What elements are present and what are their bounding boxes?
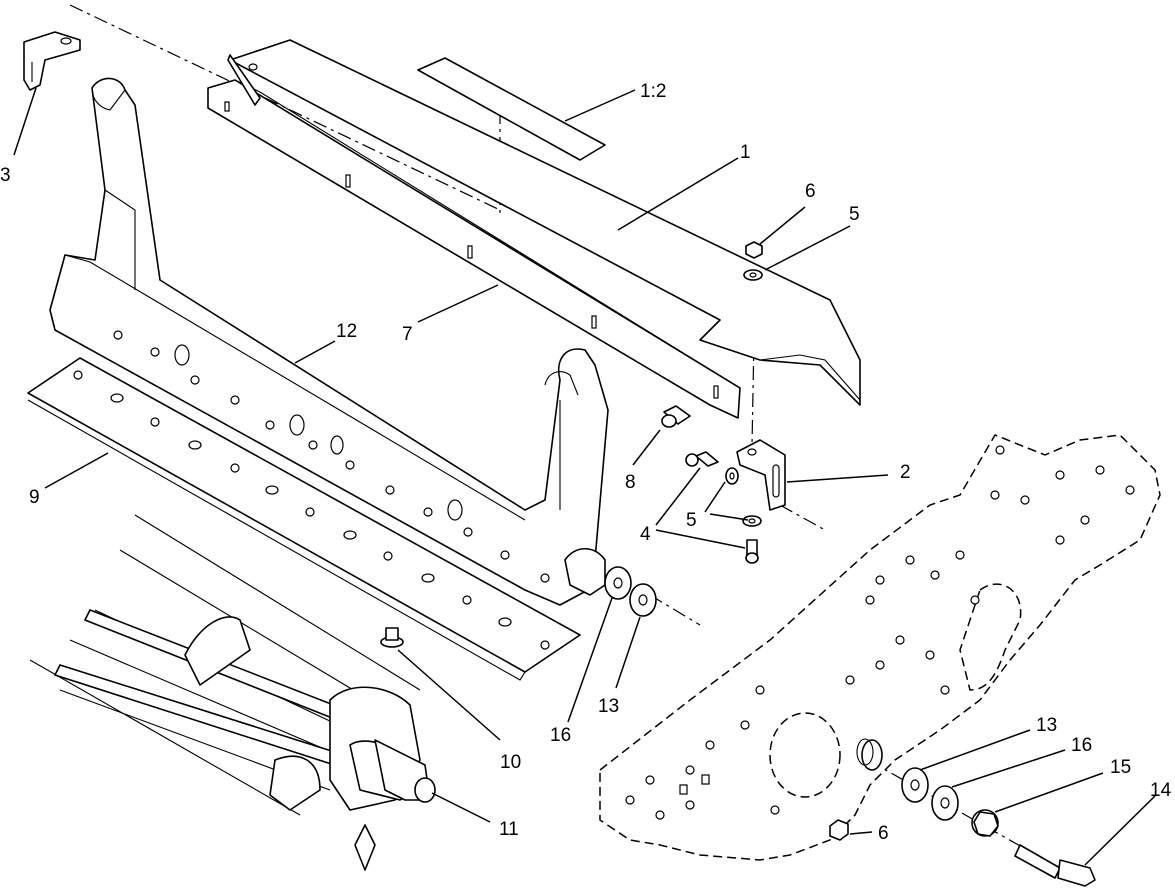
callout-16-left: 16 <box>550 725 571 746</box>
bedknife <box>27 357 581 681</box>
bedknife-frame <box>49 77 609 606</box>
nut-6-top <box>745 241 763 259</box>
callout-12: 12 <box>336 321 357 342</box>
bolt-4-upper <box>685 451 719 467</box>
callout-1-2: 1:2 <box>640 81 666 102</box>
callout-11: 11 <box>499 819 519 840</box>
callout-4: 4 <box>640 524 651 545</box>
washer-5-top <box>743 269 763 281</box>
bolt-8 <box>661 405 691 428</box>
rear-strip <box>207 54 741 419</box>
washer-left-16 <box>604 566 632 600</box>
callout-13-right: 13 <box>1036 715 1057 736</box>
bolt-4-lower <box>745 539 759 564</box>
side-plate-phantom <box>599 434 1161 861</box>
callout-1: 1 <box>740 142 751 163</box>
washer-right-16 <box>931 785 959 821</box>
bearing-housing <box>856 738 883 771</box>
callout-16-right: 16 <box>1071 735 1092 756</box>
callout-13-left: 13 <box>598 696 619 717</box>
callout-10: 10 <box>500 752 521 773</box>
callout-2: 2 <box>900 462 911 483</box>
callout-6-top: 6 <box>805 181 816 202</box>
callout-9: 9 <box>29 487 40 508</box>
nut-6-bottom <box>829 819 849 841</box>
callout-5-mid: 5 <box>686 510 697 531</box>
callout-14: 14 <box>1150 780 1172 801</box>
washer-5-lower <box>742 515 762 527</box>
callout-5-top: 5 <box>849 204 860 225</box>
reel <box>29 514 436 871</box>
hook-bracket <box>23 31 81 91</box>
shield <box>229 39 861 406</box>
mounting-bracket <box>736 439 786 511</box>
callout-labels: 3 1:2 1 6 5 7 12 2 8 9 5 4 13 16 10 11 1… <box>0 81 1172 844</box>
callout-7: 7 <box>402 324 413 345</box>
decal <box>417 57 606 161</box>
leader-lines <box>13 87 1156 866</box>
callout-8: 8 <box>625 472 636 493</box>
callout-6-bottom: 6 <box>878 823 889 844</box>
flange-nut-15 <box>971 809 999 837</box>
washer-left-13 <box>629 583 657 617</box>
bolt-14 <box>1014 844 1096 887</box>
washer-5-mid <box>725 467 739 485</box>
washer-right-13 <box>901 767 929 803</box>
callout-15: 15 <box>1110 757 1131 778</box>
callout-3: 3 <box>0 165 11 186</box>
bedknife-screw <box>380 627 404 648</box>
